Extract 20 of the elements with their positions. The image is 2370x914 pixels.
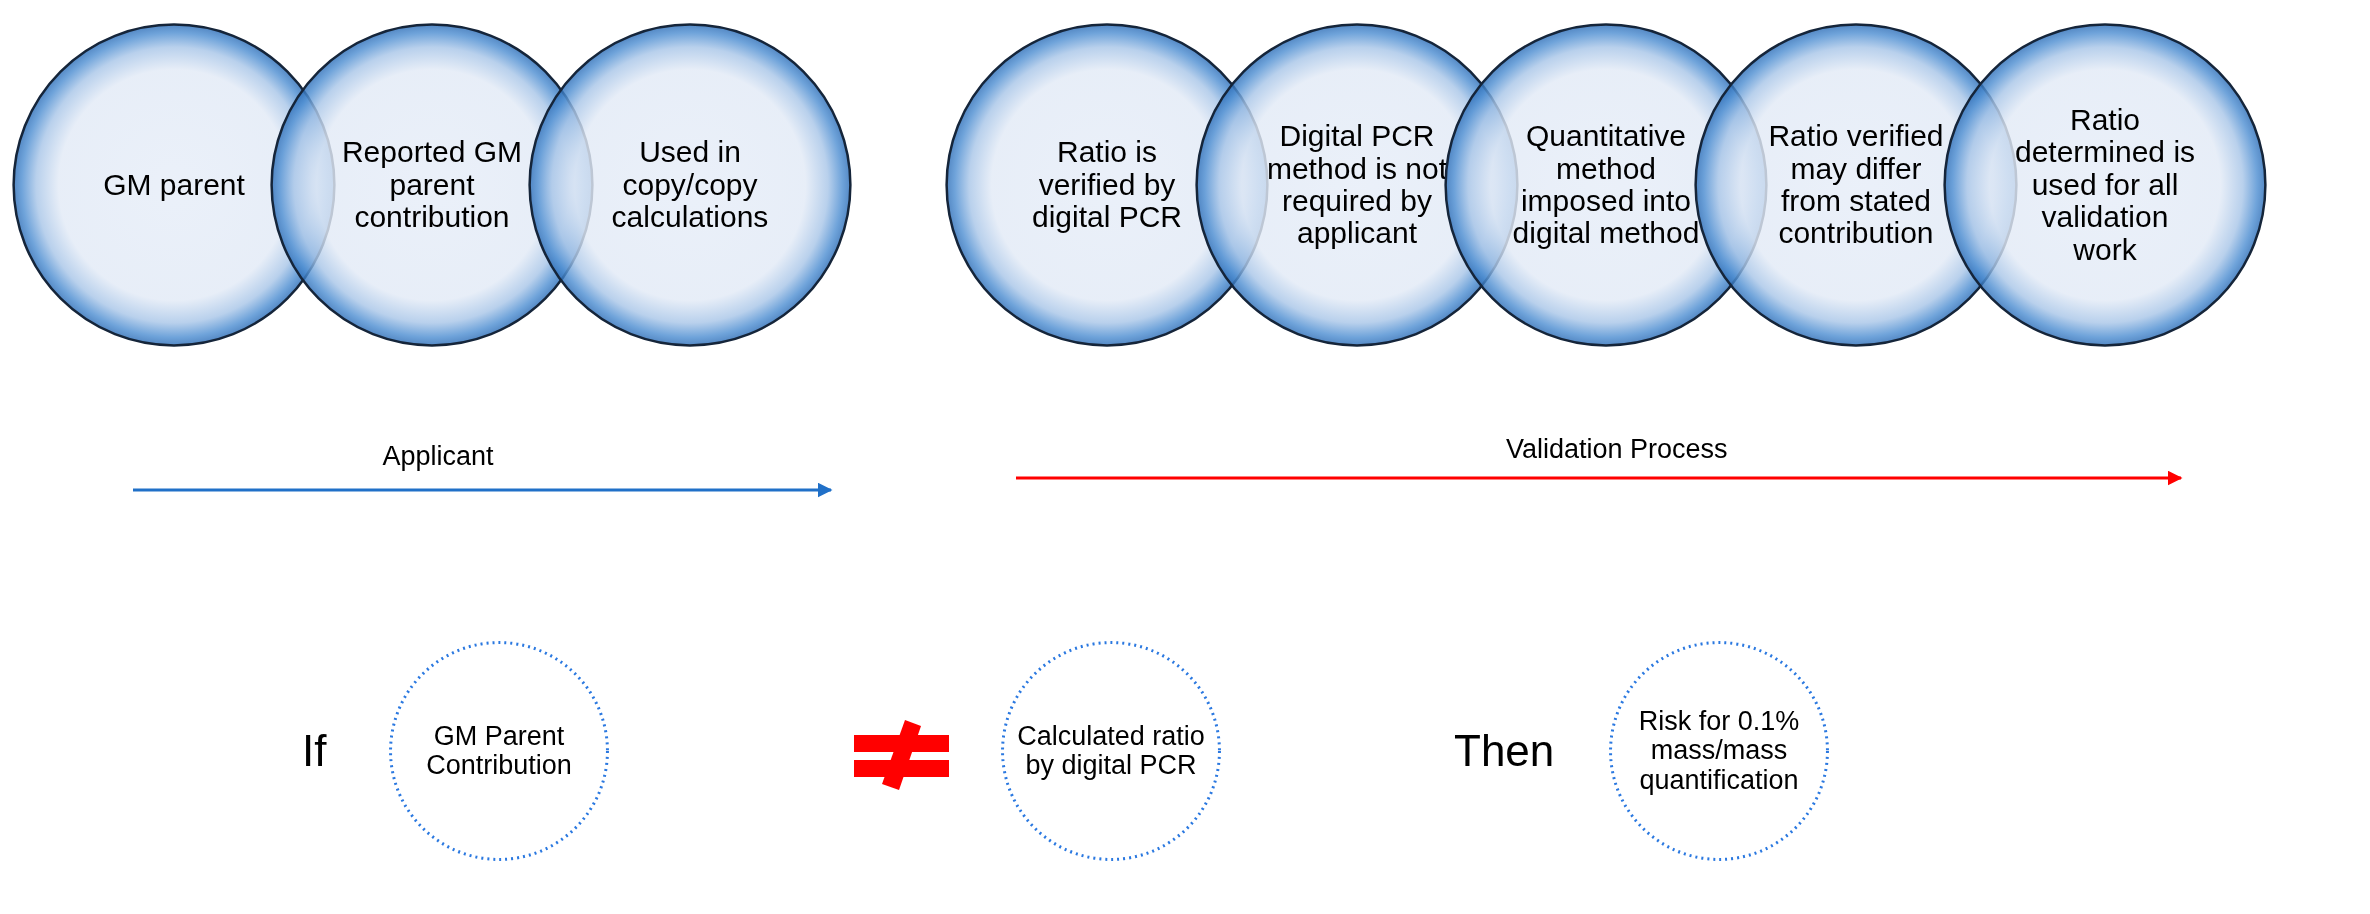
- circle-label: Digital PCR method is not required by applicant: [1265, 120, 1449, 250]
- circle-label: Ratio is verified by digital PCR: [1030, 136, 1184, 234]
- dotted-circle: [389, 641, 609, 861]
- sphere-circle: [528, 23, 852, 347]
- circle-label: Risk for 0.1% mass/mass quantification: [1637, 707, 1801, 795]
- group-label: Validation Process: [1506, 433, 1728, 465]
- group-label: Applicant: [382, 440, 494, 472]
- circle-label: Used in copy/copy calculations: [610, 136, 770, 234]
- dotted-circle: [1001, 641, 1221, 861]
- sphere-circle: [1943, 23, 2267, 347]
- dotted-circle: [1609, 641, 1829, 861]
- circle-label: GM Parent Contribution: [425, 721, 573, 781]
- circle-label: Ratio determined is used for all validation work: [2013, 104, 2197, 266]
- circle-label: Quantitative method imposed into digital method: [1511, 120, 1701, 250]
- circle-label: GM parent: [102, 168, 246, 202]
- condition-word: If: [302, 726, 327, 776]
- circle-label: Ratio verified may differ from stated contribution: [1767, 120, 1945, 250]
- circle-label: Reported GM parent contribution: [340, 136, 524, 234]
- circle-label: Calculated ratio by digital PCR: [1016, 721, 1206, 781]
- condition-word: Then: [1454, 726, 1555, 776]
